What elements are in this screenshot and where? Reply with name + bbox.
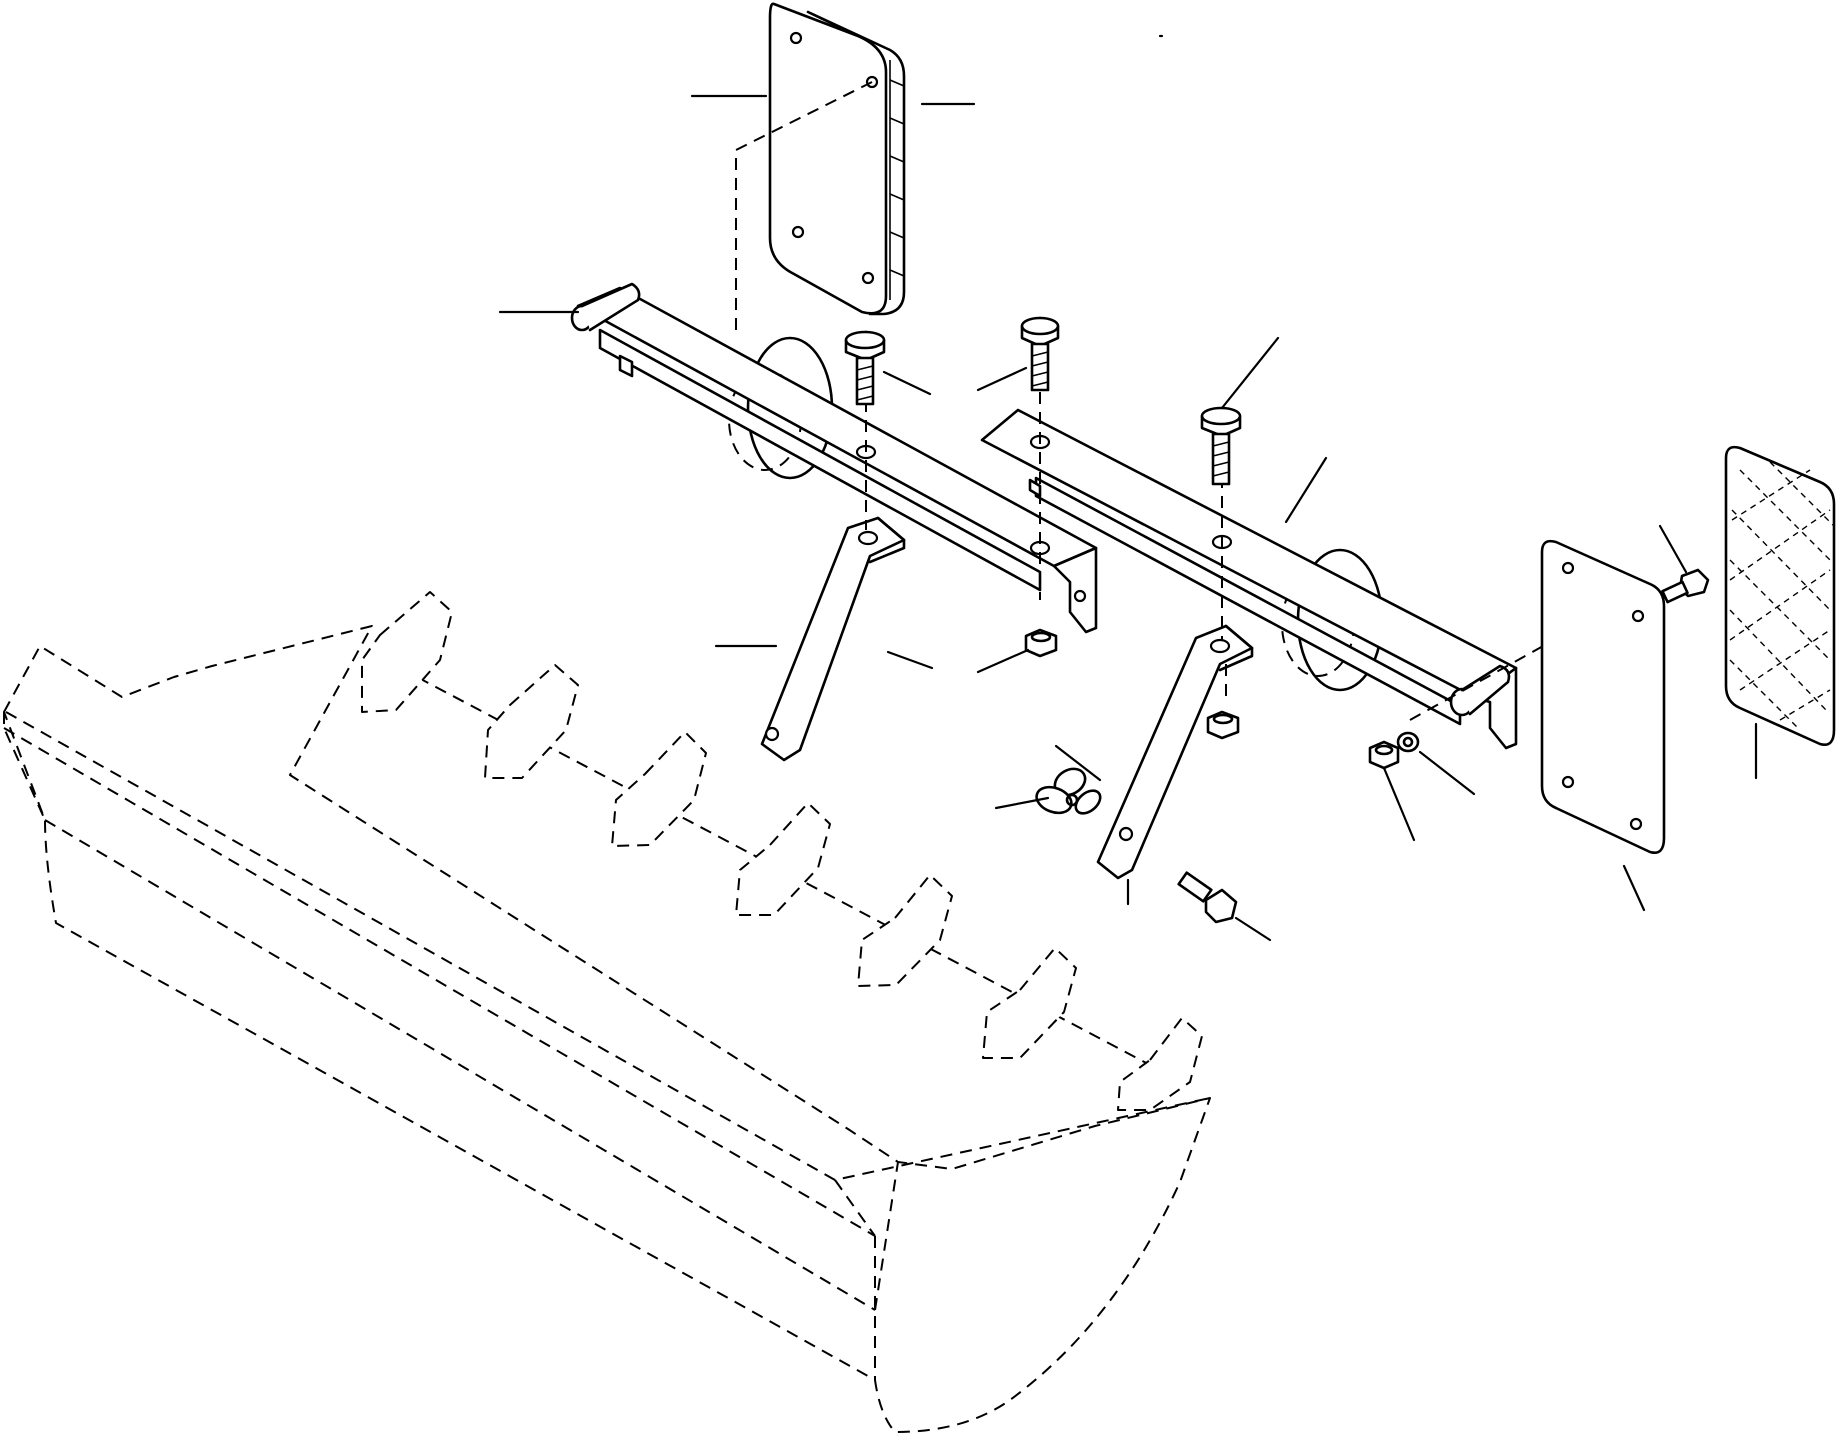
callout-leaders bbox=[498, 34, 1758, 942]
callout-leader bbox=[1054, 744, 1102, 782]
alignment-line bbox=[1409, 629, 1573, 721]
bolt-icon bbox=[844, 330, 886, 406]
bolt-icon bbox=[1661, 568, 1710, 604]
callout-leader bbox=[882, 370, 932, 396]
callout-leader bbox=[886, 650, 934, 670]
callout-leader bbox=[994, 796, 1050, 810]
callout-leader bbox=[1382, 766, 1416, 842]
callout-leader bbox=[1284, 456, 1328, 524]
bolt-icon bbox=[1200, 406, 1242, 486]
nut-icon bbox=[1368, 740, 1400, 770]
callout-leader bbox=[1622, 864, 1646, 912]
right-mirror-glass bbox=[1724, 445, 1836, 746]
wing-nut-icon bbox=[1035, 767, 1102, 815]
callout-leader bbox=[1418, 750, 1476, 796]
right-mirror-arm bbox=[980, 408, 1518, 750]
callout-leader bbox=[1658, 524, 1688, 574]
washer-icon bbox=[1396, 731, 1420, 753]
nut-icon bbox=[1024, 628, 1058, 658]
bucket-outline bbox=[3, 591, 1211, 1433]
left-support-stay bbox=[760, 516, 906, 762]
right-support-stay bbox=[1096, 624, 1254, 880]
callout-leader bbox=[976, 366, 1028, 392]
nut-icon bbox=[1206, 710, 1240, 740]
left-mirror-arm bbox=[570, 282, 1098, 634]
callout-leader bbox=[976, 648, 1030, 674]
callout-leader bbox=[1234, 916, 1272, 942]
bolt-icon bbox=[1177, 871, 1238, 924]
left-mirror bbox=[768, 2, 906, 316]
bucket-teeth bbox=[361, 591, 1203, 1111]
bolt-icon bbox=[1020, 316, 1060, 392]
right-mirror bbox=[1540, 539, 1666, 854]
callout-leader bbox=[1220, 336, 1280, 410]
alignment-line bbox=[735, 81, 873, 336]
